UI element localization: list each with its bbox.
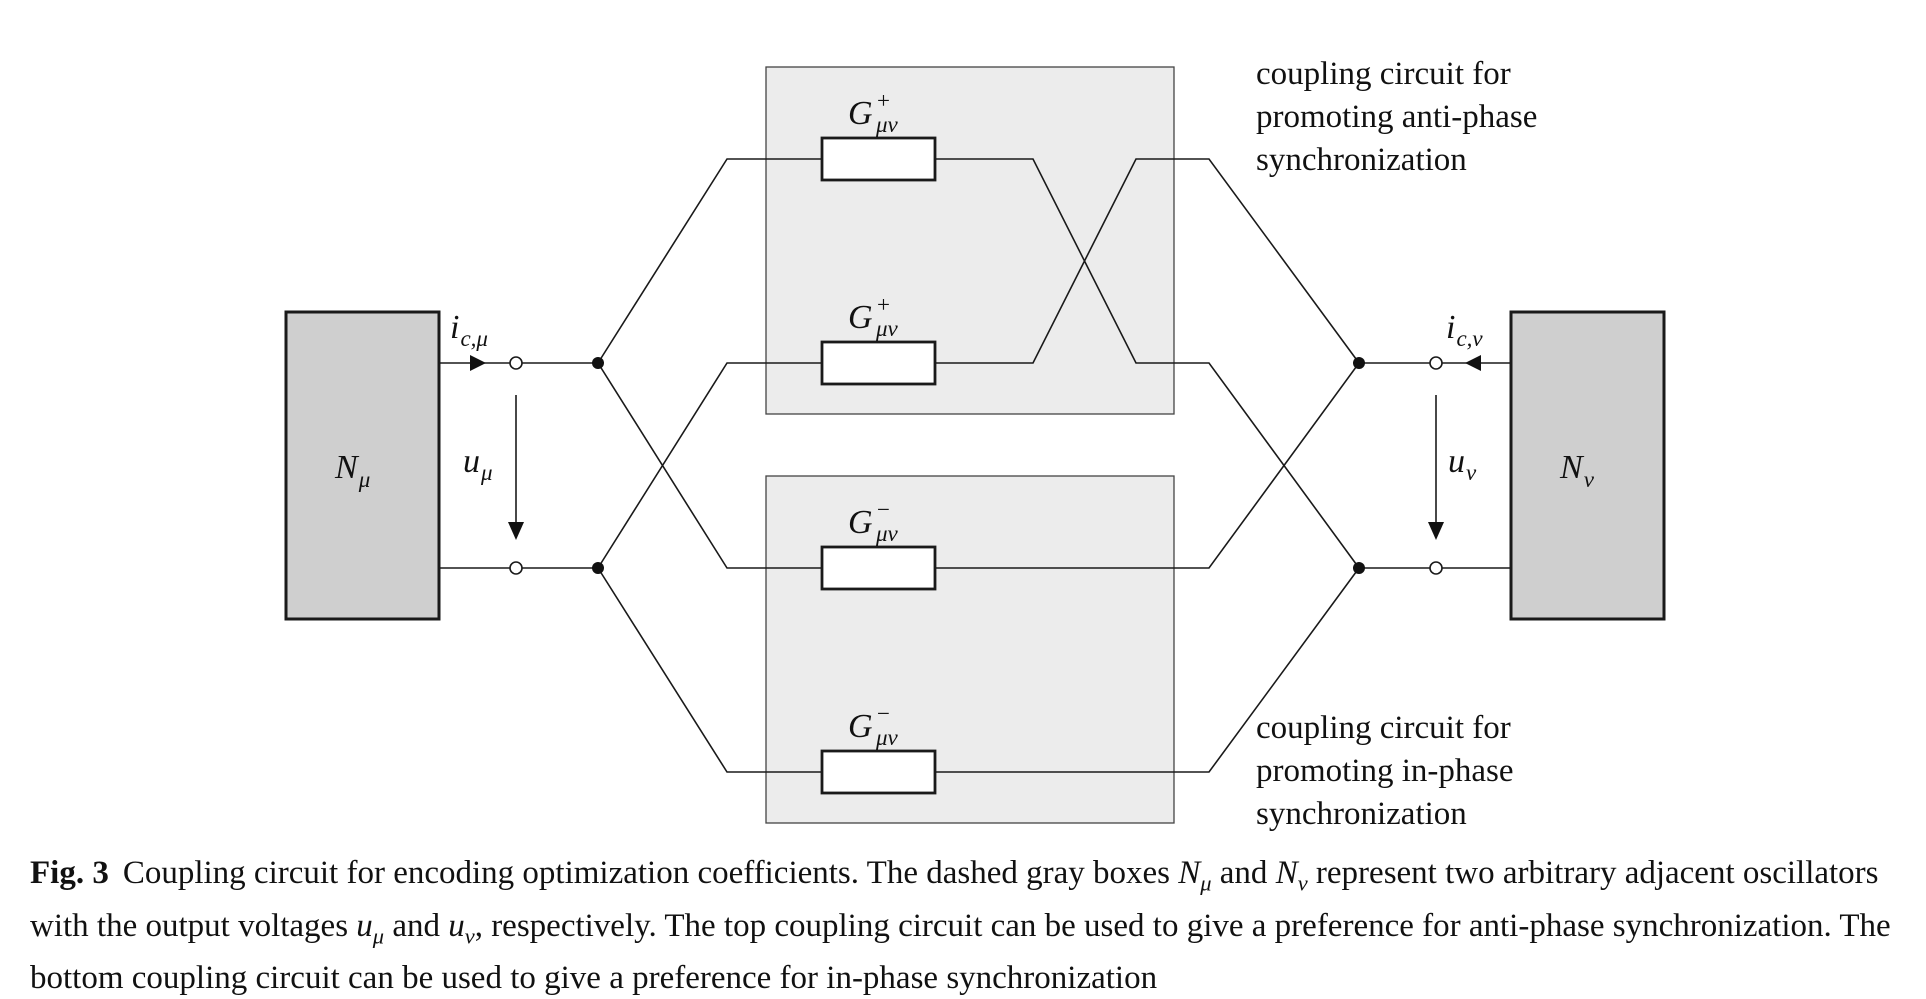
conductance-sub: μν bbox=[875, 725, 899, 750]
figure-caption: Fig. 3 Coupling circuit for encoding opti… bbox=[30, 852, 1910, 999]
terminal-left-top bbox=[509, 356, 523, 370]
coupling-circuit-diagram: Nμ Nν ic,μ ic,ν uμ uν G + μν G + μν G − … bbox=[284, 56, 1666, 832]
voltage-base-right: u bbox=[1448, 443, 1465, 480]
current-sub-left: c,μ bbox=[460, 326, 488, 351]
conductance-label-bottom-2: G − μν bbox=[848, 701, 899, 750]
oscillator-sub-right: ν bbox=[1584, 467, 1595, 492]
caption-text: represent two arbitrary adjacent oscilla… bbox=[30, 855, 1879, 944]
junction-node-left-bottom bbox=[592, 562, 604, 574]
conductance-sign: − bbox=[877, 701, 890, 726]
caption-text: and bbox=[384, 907, 449, 944]
current-base-left: i bbox=[450, 309, 459, 346]
annotation-bottom: coupling circuit for promoting in-phase … bbox=[1256, 710, 1522, 832]
resistor-top-1 bbox=[820, 136, 937, 182]
current-arrow-left bbox=[470, 355, 486, 371]
caption-math-letter: u bbox=[448, 907, 465, 944]
oscillator-letter-right: N bbox=[1559, 449, 1585, 486]
oscillator-letter-left: N bbox=[334, 449, 360, 486]
figure-number: Fig. 3 bbox=[30, 855, 109, 891]
caption-math: Nμ bbox=[1178, 855, 1211, 896]
caption-math: Nν bbox=[1275, 855, 1308, 896]
annotation-bottom-line: synchronization bbox=[1256, 796, 1467, 832]
conductance-base: G bbox=[848, 95, 873, 132]
conductance-base: G bbox=[848, 708, 873, 745]
current-sub-right: c,ν bbox=[1456, 326, 1483, 351]
conductance-sign: + bbox=[877, 292, 890, 317]
caption-text: Coupling circuit for encoding optimizati… bbox=[122, 855, 1179, 891]
caption-math-sub: μ bbox=[372, 923, 385, 949]
annotation-bottom-line: coupling circuit for bbox=[1256, 710, 1511, 746]
caption-text: , respectively. The top coupling circuit… bbox=[30, 907, 1891, 997]
oscillator-block-right bbox=[1509, 310, 1666, 621]
conductance-base: G bbox=[848, 299, 873, 336]
resistor-bottom-1 bbox=[820, 545, 937, 591]
caption-math: uν bbox=[448, 907, 474, 949]
annotation-bottom-line: promoting in-phase bbox=[1256, 753, 1514, 789]
annotation-top-line: promoting anti-phase bbox=[1256, 99, 1537, 135]
conductance-label-top-1: G + μν bbox=[848, 88, 899, 137]
voltage-base-left: u bbox=[463, 443, 480, 480]
oscillator-block-left bbox=[284, 310, 441, 621]
voltage-label-left: uμ bbox=[463, 443, 493, 485]
junction-node-right-top bbox=[1353, 357, 1365, 369]
current-label-left: ic,μ bbox=[450, 309, 488, 351]
conductance-sign: + bbox=[877, 88, 890, 113]
conductance-label-top-2: G + μν bbox=[848, 292, 899, 341]
voltage-sub-right: ν bbox=[1466, 460, 1477, 485]
terminal-left-bottom bbox=[509, 561, 523, 575]
resistor-bottom-2 bbox=[820, 749, 937, 795]
voltage-arrow-left bbox=[508, 395, 524, 540]
caption-text: and bbox=[1211, 855, 1276, 891]
annotation-top: coupling circuit for promoting anti-phas… bbox=[1256, 56, 1546, 178]
annotation-top-line: synchronization bbox=[1256, 142, 1467, 178]
caption-math-sub: ν bbox=[464, 923, 475, 949]
current-base-right: i bbox=[1446, 309, 1455, 346]
conductance-sub: μν bbox=[875, 316, 899, 341]
junction-node-right-bottom bbox=[1353, 562, 1365, 574]
current-label-right: ic,ν bbox=[1446, 309, 1483, 351]
oscillator-label-right: Nν bbox=[1559, 449, 1595, 492]
caption-math-letter: N bbox=[1275, 855, 1298, 891]
oscillator-sub-left: μ bbox=[358, 467, 371, 492]
conductance-sub: μν bbox=[875, 521, 899, 546]
voltage-arrow-right bbox=[1428, 395, 1444, 540]
branch-wires bbox=[597, 158, 1360, 773]
caption-math: uμ bbox=[356, 907, 384, 949]
conductance-sign: − bbox=[877, 497, 890, 522]
caption-math-letter: u bbox=[356, 907, 373, 944]
conductance-sub: μν bbox=[875, 112, 899, 137]
current-arrow-right bbox=[1465, 355, 1481, 371]
terminal-right-top bbox=[1429, 356, 1443, 370]
caption-math-letter: N bbox=[1178, 855, 1201, 891]
caption-math-sub: ν bbox=[1297, 870, 1308, 896]
right-terminal-wires bbox=[1359, 362, 1511, 569]
junction-node-left-top bbox=[592, 357, 604, 369]
caption-math-sub: μ bbox=[1200, 870, 1212, 896]
conductance-base: G bbox=[848, 504, 873, 541]
oscillator-label-left: Nμ bbox=[334, 449, 370, 492]
annotation-top-line: coupling circuit for bbox=[1256, 56, 1511, 92]
conductance-label-bottom-1: G − μν bbox=[848, 497, 899, 546]
resistor-top-2 bbox=[820, 340, 937, 386]
voltage-sub-left: μ bbox=[480, 460, 493, 485]
terminal-right-bottom bbox=[1429, 561, 1443, 575]
voltage-label-right: uν bbox=[1448, 443, 1477, 485]
